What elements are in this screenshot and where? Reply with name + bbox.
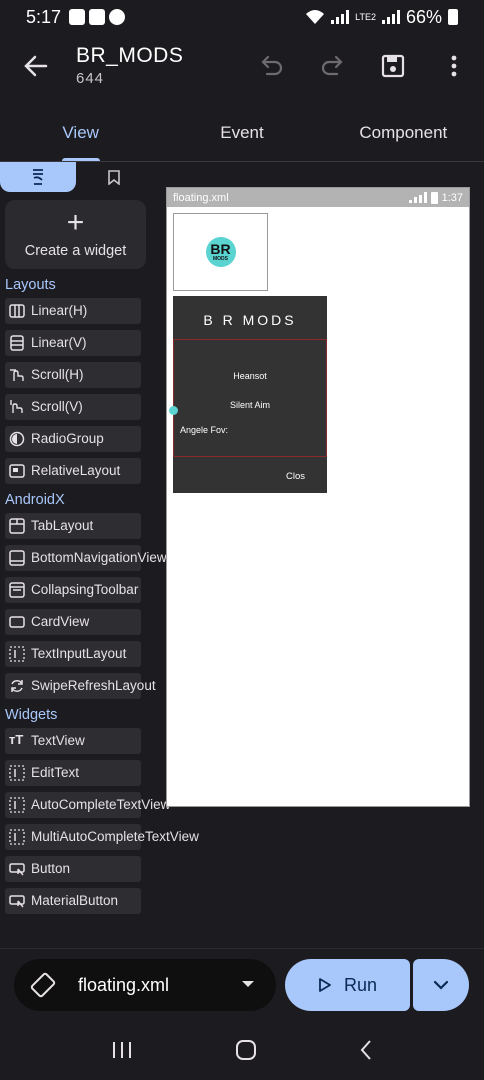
section-widgets: Widgets [5,707,58,723]
tab-view[interactable]: View [0,104,161,161]
palette-item-textinputlayout[interactable]: TextInputLayout [5,641,141,667]
palette-item-scroll-v[interactable]: Scroll(V) [5,394,141,420]
widget-palette [0,162,152,948]
file-name: floating.xml [78,974,170,995]
panel-content[interactable]: Heansot Silent Aim Angele Fov: [173,339,327,457]
palette-list: + Create a widget Layouts Linear(H) Line… [5,200,199,920]
bottom-navigation-icon [9,550,25,566]
tab-layout-icon [9,518,25,534]
recent-apps-icon[interactable] [110,1040,134,1060]
status-bar: 5:17 LTE2 66% [0,0,484,34]
image-icon [89,9,106,25]
text-size-icon: ᴛT [9,732,24,747]
tab-event[interactable]: Event [220,122,264,142]
file-selector[interactable]: floating.xml [14,959,276,1011]
logo-imageview[interactable]: BR MODS [173,213,268,291]
palette-item-tablayout[interactable]: TabLayout [5,513,141,539]
system-nav-bar [0,1020,484,1080]
refresh-icon [11,680,23,692]
swipe-horizontal-icon [10,369,24,381]
project-id: 644 [76,70,105,87]
editor-tabs: View Event Component [0,104,484,162]
signal-icon [331,10,350,24]
back-arrow-icon[interactable] [22,52,50,80]
palette-item-cardview[interactable]: CardView [5,609,141,635]
battery-icon [448,9,458,25]
edit-text-icon [9,765,25,781]
palette-item-swiperefreshlayout[interactable]: SwipeRefreshLayout [5,673,156,699]
palette-item-relativelayout[interactable]: RelativeLayout [5,458,141,484]
palette-item-bottomnavigationview[interactable]: BottomNavigationView [5,545,167,571]
br-mods-logo: BR MODS [205,237,236,267]
preview-clock: 1:37 [441,191,463,204]
palette-item-collapsingtoolbar[interactable]: CollapsingToolbar [5,577,141,603]
widgets-icon [33,169,43,185]
wifi-icon [306,10,325,24]
card-view-icon [9,616,25,628]
preview-battery-icon [430,191,438,204]
section-layouts: Layouts [5,277,56,293]
redo-icon[interactable] [318,52,346,80]
app-bar: BR_MODS 644 [0,34,484,104]
preview-signal-icon [408,192,427,203]
close-button[interactable]: Clos [285,471,305,482]
fov-slider-thumb[interactable] [169,406,178,415]
palette-item-radiogroup[interactable]: RadioGroup [5,426,141,452]
home-icon[interactable] [235,1039,257,1061]
whatsapp-icon [109,9,126,25]
bookmark-icon [108,169,120,185]
dropdown-caret-icon [242,981,254,987]
create-widget-button[interactable]: + Create a widget [5,200,146,269]
section-androidx: AndroidX [5,492,65,508]
palette-item-autocompletetextview[interactable]: AutoCompleteTextView [5,792,170,818]
text-input-icon [9,646,25,662]
gallery-icon [69,9,86,25]
material-button-icon [9,895,25,908]
option-silent-aim[interactable]: Silent Aim [229,400,271,410]
undo-icon[interactable] [258,52,286,80]
status-time: 5:17 [26,6,62,27]
network-label: LTE2 [355,11,376,22]
palette-item-multiautocompletetextview[interactable]: MultiAutoCompleteTextView [5,824,199,850]
swipe-vertical-icon [10,400,23,413]
autocomplete-icon [9,797,25,813]
collapsing-toolbar-icon [9,582,25,598]
linear-vertical-icon [10,335,24,351]
back-icon[interactable] [358,1039,374,1061]
preview-status-bar: floating.xml 1:37 [167,188,469,207]
play-icon [319,978,331,992]
panel-title: B R MODS [203,312,297,328]
linear-horizontal-icon [9,304,25,318]
multi-autocomplete-icon [9,829,25,845]
project-title: BR_MODS [76,44,184,67]
option-heansot[interactable]: Heansot [233,371,267,381]
bottom-toolbar: floating.xml Run [0,948,484,1020]
tab-component[interactable]: Component [359,122,448,142]
save-icon[interactable] [379,52,407,80]
signal-icon-2 [381,10,400,24]
battery-percent: 66% [405,6,442,27]
palette-tab-widgets[interactable] [0,162,76,192]
more-options-icon[interactable] [440,52,468,80]
palette-item-edittext[interactable]: EditText [5,760,141,786]
palette-tab-bookmarks[interactable] [76,162,152,192]
palette-item-scroll-h[interactable]: Scroll(H) [5,362,141,388]
palette-item-linear-v[interactable]: Linear(V) [5,330,141,356]
run-button[interactable]: Run [285,959,410,1011]
relative-layout-icon [9,464,25,478]
rotate-screen-icon [30,972,56,998]
radio-group-icon [9,431,25,447]
run-options-button[interactable] [413,959,469,1011]
button-icon [9,863,25,876]
option-fov-label: Angele Fov: [180,425,229,435]
floating-panel[interactable]: B R MODS Heansot Silent Aim Angele Fov: … [169,296,327,493]
preview-file-label: floating.xml [173,191,229,204]
palette-item-linear-h[interactable]: Linear(H) [5,298,141,324]
palette-item-materialbutton[interactable]: MaterialButton [5,888,141,914]
chevron-down-icon [433,980,449,990]
layout-preview[interactable]: floating.xml 1:37 BR MODS B R MODS Heans… [166,187,470,807]
plus-icon: + [66,205,85,239]
palette-item-button[interactable]: Button [5,856,141,882]
